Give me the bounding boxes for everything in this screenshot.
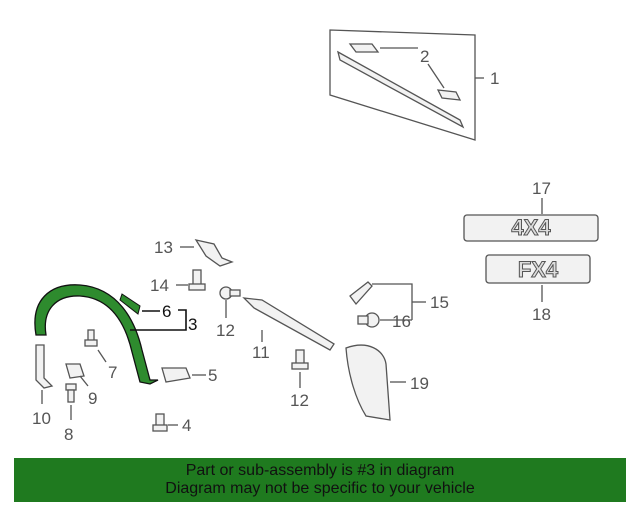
callout-10: 10 bbox=[32, 409, 51, 428]
bracket-part-13 bbox=[180, 239, 234, 267]
banner-line-1: Part or sub-assembly is #3 in diagram bbox=[185, 462, 455, 479]
fastener-part-16 bbox=[357, 312, 412, 328]
callout-11: 11 bbox=[252, 343, 270, 362]
screw-part-4 bbox=[152, 413, 178, 432]
running-board-part-1 bbox=[329, 29, 484, 141]
clip-part-2 bbox=[348, 43, 462, 101]
nut-part-9 bbox=[65, 363, 89, 387]
callout-5: 5 bbox=[208, 366, 217, 385]
badge-4x4-text: 4X4 bbox=[511, 215, 551, 240]
callout-13: 13 bbox=[154, 238, 173, 257]
banner-line-2: Diagram may not be specific to your vehi… bbox=[165, 480, 475, 497]
callout-9: 9 bbox=[88, 389, 97, 408]
bracket-part-15 bbox=[349, 281, 426, 320]
clip-part-12a bbox=[219, 286, 241, 318]
clip-part-5 bbox=[161, 367, 206, 383]
badge-fx4-part-18: FX4 bbox=[485, 254, 591, 302]
push-pin-part-7 bbox=[84, 329, 107, 363]
callout-1: 1 bbox=[490, 69, 499, 88]
callout-2: 2 bbox=[420, 47, 429, 66]
badge-fx4-text: FX4 bbox=[518, 257, 559, 282]
screw-part-14 bbox=[176, 269, 206, 291]
bracket-part-10 bbox=[35, 344, 54, 404]
callout-14: 14 bbox=[150, 276, 169, 295]
callout-12a: 12 bbox=[216, 321, 235, 340]
info-banner: Part or sub-assembly is #3 in diagram Di… bbox=[14, 458, 626, 502]
callout-17: 17 bbox=[532, 179, 551, 198]
callout-7: 7 bbox=[108, 363, 117, 382]
callout-18: 18 bbox=[532, 305, 551, 324]
callout-6: 6 bbox=[162, 302, 171, 321]
callout-16: 16 bbox=[392, 312, 411, 331]
badge-4x4-part-17: 4X4 bbox=[463, 198, 599, 242]
bolt-part-8 bbox=[65, 383, 77, 420]
wheel-arch-molding-part-3 bbox=[34, 284, 159, 385]
callout-8: 8 bbox=[64, 425, 73, 444]
molding-strip-part-11 bbox=[242, 297, 335, 351]
callout-15: 15 bbox=[430, 293, 449, 312]
bracket-part-6 bbox=[119, 293, 187, 331]
screw-part-12b bbox=[291, 349, 309, 388]
callout-3: 3 bbox=[188, 315, 197, 334]
mud-flap-part-19 bbox=[345, 344, 406, 421]
callout-12b: 12 bbox=[290, 391, 309, 410]
callout-4: 4 bbox=[182, 416, 191, 435]
callout-19: 19 bbox=[410, 374, 429, 393]
